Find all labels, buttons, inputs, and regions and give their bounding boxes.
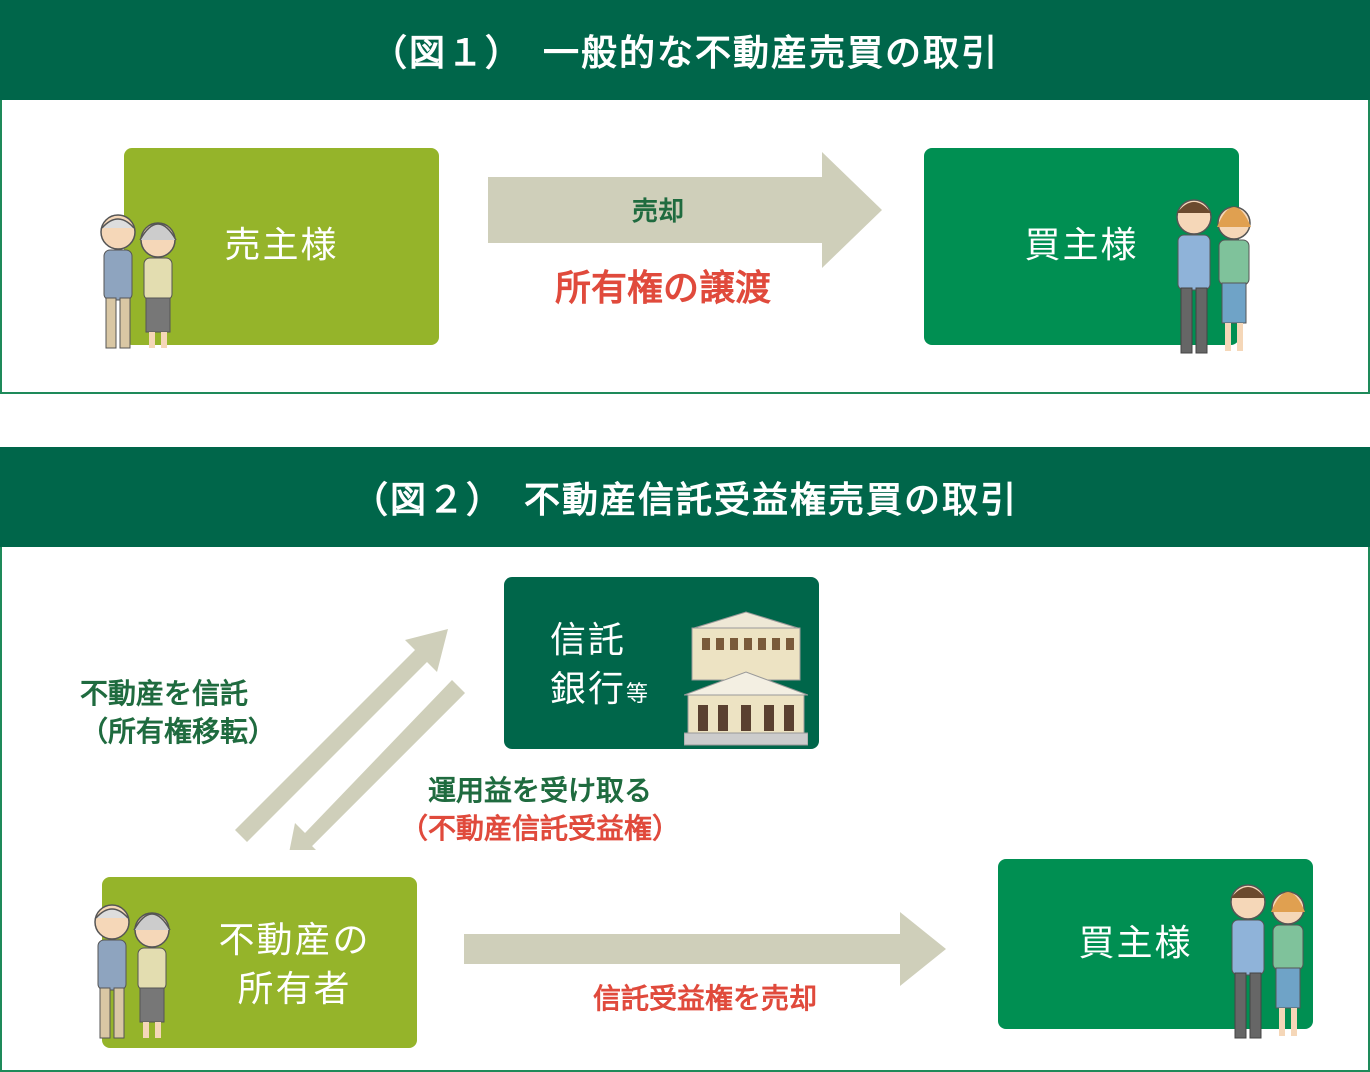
entrust-label: 不動産を信託 （所有権移転） <box>80 675 295 751</box>
figure2-panel <box>0 547 1370 1072</box>
buyer-label-2: 買主様 <box>1078 922 1193 964</box>
trust-bank-line2: 銀行 <box>550 668 627 710</box>
elderly-couple-icon <box>100 214 177 349</box>
figure1-title: （図１） 一般的な不動産売買の取引 <box>0 0 1370 100</box>
figure1-panel <box>0 100 1370 394</box>
trust-arrows-icon <box>235 629 465 850</box>
young-couple-icon <box>1176 199 1252 354</box>
receive-label: 運用益を受け取る （不動産信託受益権） <box>380 772 700 848</box>
receive-line1: 運用益を受け取る <box>427 774 652 807</box>
receive-line2: （不動産信託受益権） <box>399 811 680 845</box>
trust-bank-suffix: 等 <box>626 681 651 707</box>
entrust-line1: 不動産を信託 <box>80 677 249 710</box>
sale-arrow-icon <box>488 152 882 268</box>
figure2-title: （図２） 不動産信託受益権売買の取引 <box>0 447 1370 547</box>
buyer-label: 買主様 <box>1024 225 1139 267</box>
bank-building-icon <box>684 611 808 746</box>
owner-line2: 所有者 <box>237 968 352 1010</box>
seller-label: 売主様 <box>224 225 339 267</box>
seller-box: 売主様 <box>124 148 439 345</box>
entrust-line2: （所有権移転） <box>80 714 277 748</box>
young-couple-icon <box>1230 884 1306 1039</box>
elderly-couple-icon <box>94 904 171 1039</box>
sell-label: 信託受益権を売却 <box>592 982 817 1015</box>
owner-line1: 不動産の <box>218 920 371 961</box>
sale-label: 売却 <box>631 197 684 227</box>
sell-arrow-icon <box>464 912 946 986</box>
trust-bank-line1: 信託 <box>550 620 627 661</box>
transfer-label: 所有権の譲渡 <box>554 268 771 309</box>
